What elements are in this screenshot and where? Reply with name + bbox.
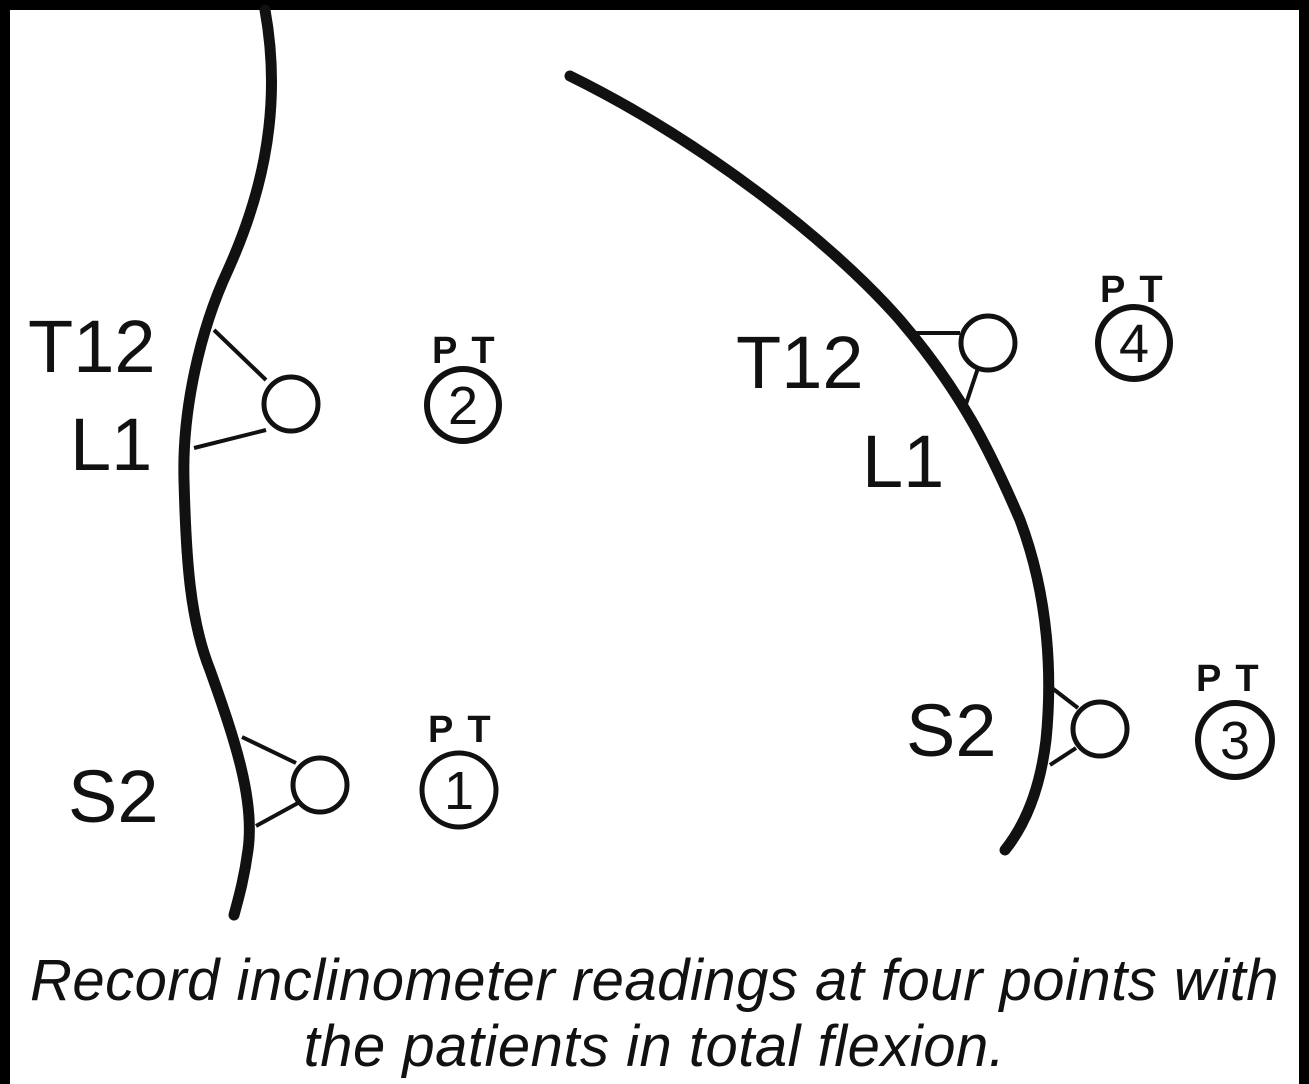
upright-l1-label: L1 [70, 403, 152, 486]
point-marker-2: PT 2 [427, 330, 509, 441]
flexion-s2-inclinometer [1050, 688, 1127, 765]
point-4-number: 4 [1119, 314, 1149, 374]
upright-spine-group: T12 L1 S2 PT 2 PT 1 [28, 10, 509, 915]
point-1-number: 1 [444, 761, 474, 821]
point-2-number: 2 [448, 376, 478, 436]
flexion-l1-label: L1 [862, 420, 944, 503]
point-1-tag: PT [428, 709, 505, 751]
point-marker-1: PT 1 [422, 709, 505, 827]
point-marker-4: PT 4 [1098, 269, 1177, 379]
flexion-t12-label: T12 [736, 321, 864, 404]
point-marker-3: PT 3 [1196, 658, 1273, 777]
upright-s2-label: S2 [68, 755, 159, 838]
figure-caption: Record inclinometer readings at four poi… [10, 948, 1299, 1080]
upright-t12-label: T12 [28, 305, 156, 388]
point-3-number: 3 [1220, 711, 1250, 771]
flexion-spine-group: T12 L1 S2 PT 4 PT 3 [570, 76, 1273, 850]
point-2-tag: PT [432, 330, 509, 372]
point-3-tag: PT [1196, 658, 1273, 700]
flexion-t12-l1-inclinometer [908, 316, 1015, 404]
upright-s2-inclinometer [242, 737, 347, 826]
upright-t12-l1-inclinometer [194, 330, 318, 448]
flexion-s2-label: S2 [906, 689, 997, 772]
upright-spine-curve [184, 10, 272, 915]
